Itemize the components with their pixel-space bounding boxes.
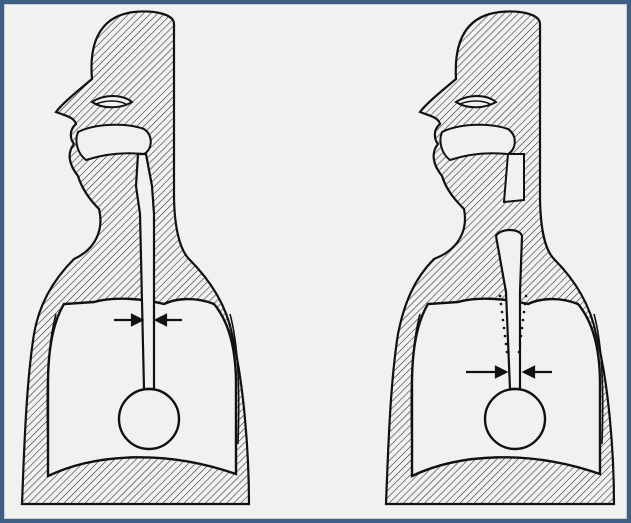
figure-frame: [4, 4, 627, 519]
left-lung-balloon: [119, 389, 179, 449]
right-lung-balloon: [485, 389, 545, 449]
right-figure: [386, 12, 614, 505]
right-pharynx-opening: [504, 154, 524, 202]
vocal-tract-diagram: [4, 4, 627, 519]
left-figure: [22, 12, 249, 505]
right-lung-cavity: [412, 299, 600, 476]
